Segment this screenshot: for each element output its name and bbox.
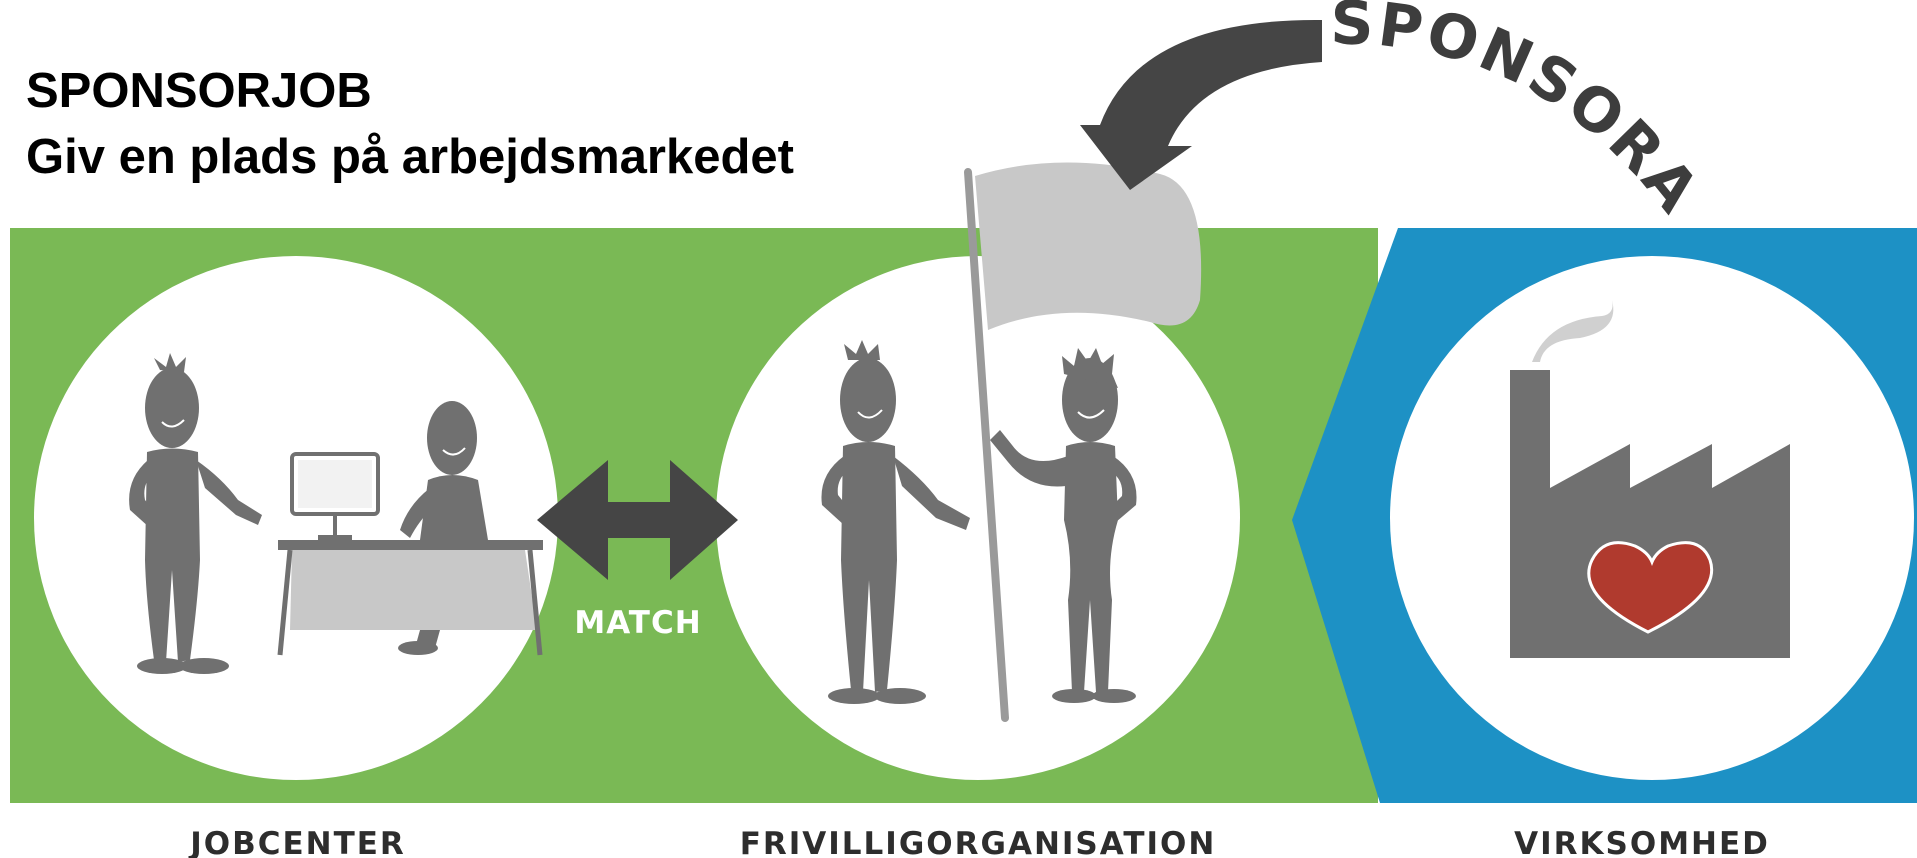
smile-icon [857,409,883,419]
volunteer-person-icon [821,340,970,704]
desk-icon [277,540,543,656]
section-label-jobcenter: JOBCENTER [188,826,406,858]
title-block: SPONSORJOB Giv en plads på arbejdsmarked… [26,58,794,190]
flag-holder-person-icon [990,348,1137,703]
title-subtitle: Giv en plads på arbejdsmarkedet [26,130,794,184]
jobcenter-caseworker-icon [129,353,262,674]
sponsorat-curved-arrow-icon [1080,19,1322,190]
smile-icon [1077,409,1105,419]
section-label-frivilligorganisation: FRIVILLIGORGANISATION [740,826,1217,858]
title-main: SPONSORJOB [26,64,372,118]
computer-monitor-icon [290,452,380,540]
match-double-arrow-icon [537,460,738,580]
factory-icon [1510,300,1790,658]
match-label: MATCH [574,605,701,641]
smile-icon [161,419,185,428]
smile-icon [442,447,466,456]
heart-icon [1587,541,1714,634]
seated-person-icon [398,401,488,655]
section-label-virksomhed: VIRKSOMHED [1514,826,1770,858]
flag-icon [964,162,1202,722]
